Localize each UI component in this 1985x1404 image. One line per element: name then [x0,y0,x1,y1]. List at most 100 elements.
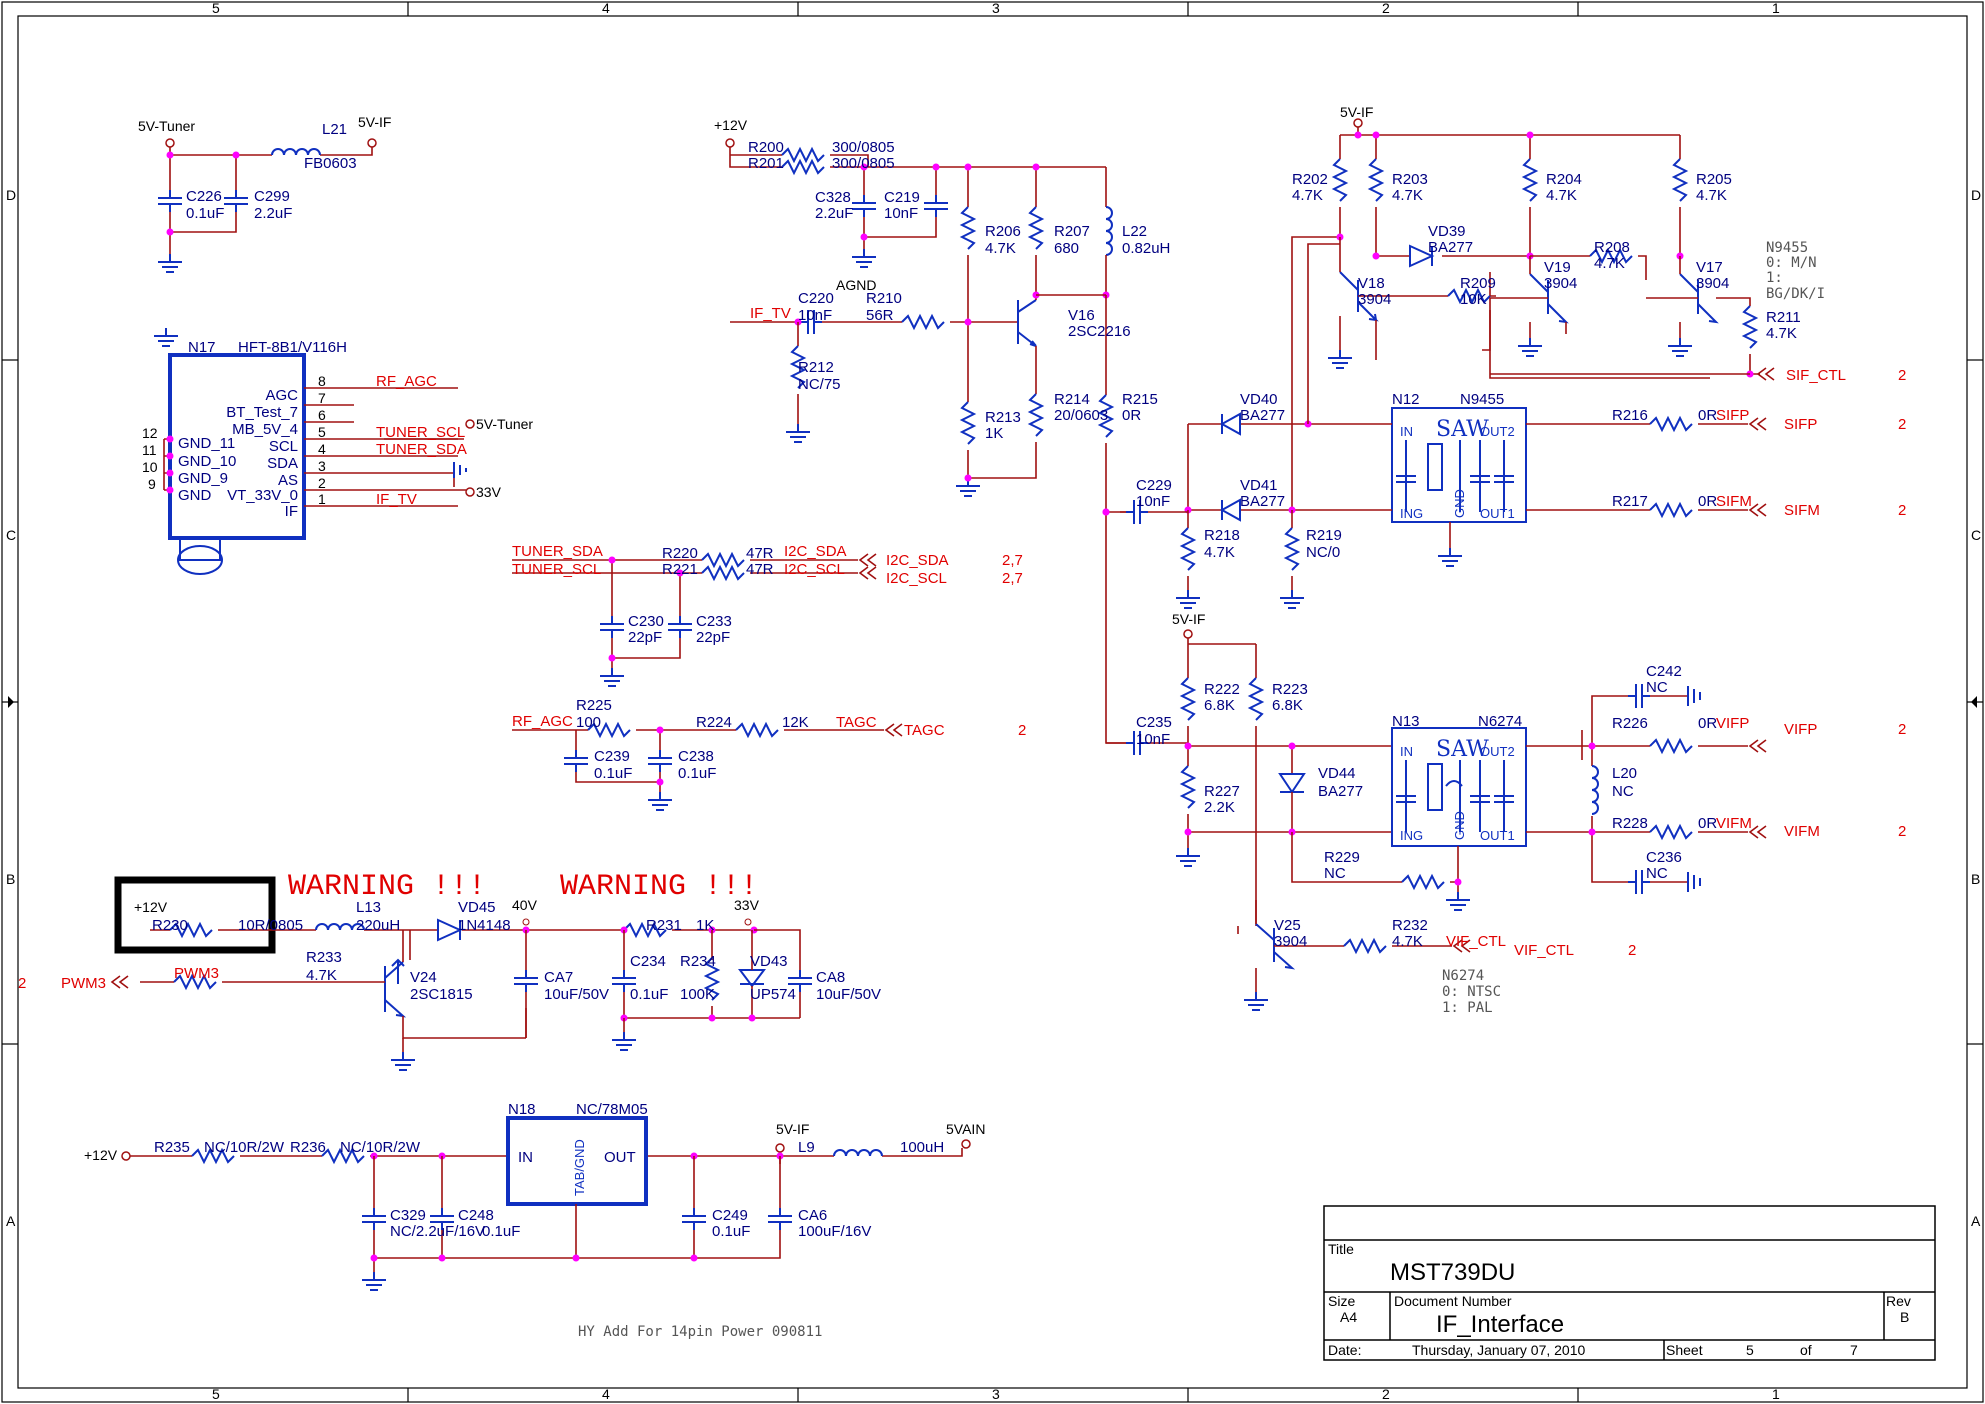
ref-n18: N18 [508,1101,536,1118]
note-n9455: 0: M/N [1766,255,1817,271]
net-tuner-sda: TUNER_SDA [512,543,603,560]
val-r227: 2.2K [1204,799,1235,816]
ref-r211: R211 [1766,309,1801,326]
val-vd41: BA277 [1240,493,1285,510]
row-label: B [6,871,15,887]
border-labels: 5 4 3 2 1 5 4 3 2 1 D C B A D C B A [6,0,1981,1402]
val-c238: 0.1uF [678,765,716,782]
net-40v: 40V [512,897,538,913]
v16-amplifier-labels: +12V R200 300/0805 R201 300/0805 C328 2.… [714,117,1170,442]
val-c249: 0.1uF [712,1223,750,1240]
note-n6274: 1: PAL [1442,1000,1493,1016]
sheet-label: Sheet [1666,1342,1703,1358]
pin-out2: OUT2 [1480,744,1515,759]
title-label: Title [1328,1241,1354,1257]
ref-c248: C248 [458,1207,494,1224]
ref-v24: V24 [410,969,437,986]
ref-r208: R208 [1594,239,1630,256]
ref-r226: R226 [1612,715,1648,732]
arrow-right-icon [1971,696,1977,708]
sif-control [1291,118,1775,507]
pin-number: 11 [142,442,157,458]
val-c328: 2.2uF [815,205,853,222]
ref-c230: C230 [628,613,664,630]
port-5v-tuner: 5V-Tuner [476,416,533,432]
pin-ing: ING [1400,506,1423,521]
net-5v-if: 5V-IF [358,114,391,130]
ref-l21: L21 [322,121,347,138]
ref-r231: R231 [646,917,682,934]
net-12v: +12V [714,117,748,133]
val-v25: 3904 [1274,933,1307,950]
val-vd39: BA277 [1428,239,1473,256]
ref-c235: C235 [1136,714,1172,731]
part-n9455: N9455 [1460,391,1504,408]
pin-gnd: GND [1452,489,1467,518]
note-n6274: N6274 [1442,968,1484,984]
ref-ca7: CA7 [544,969,573,986]
val-r232: 4.7K [1392,933,1423,950]
col-label: 4 [602,0,610,16]
pin-number: 9 [148,476,156,492]
sheet-ref: 2 [18,975,26,992]
port-i2c-scl: I2C_SCL [886,570,947,587]
pin-in: IN [1400,424,1413,439]
ref-vd45: VD45 [458,899,496,916]
port-sifm: SIFM [1784,502,1820,519]
ref-c226: C226 [186,188,222,205]
val-c233: 22pF [696,629,730,646]
net-5v-if: 5V-IF [1172,611,1205,627]
ref-vd39: VD39 [1428,223,1466,240]
val-r226: 0R [1698,715,1717,732]
val-c234: 0.1uF [630,986,668,1003]
row-label: C [6,527,16,543]
pin-number: 8 [318,373,326,389]
val-v18: 3904 [1358,291,1391,308]
val-l22: 0.82uH [1122,240,1170,257]
val-r214: 20/0603 [1054,407,1108,424]
sheet-ref: 2 [1898,367,1906,384]
ref-c242: C242 [1646,663,1682,680]
row-label: A [6,1213,16,1229]
ref-vd44: VD44 [1318,765,1356,782]
sheet-ref: 2 [1018,722,1026,739]
pin-name: AS [278,472,298,489]
ref-c229: C229 [1136,477,1172,494]
sheet-ref: 2 [1898,502,1906,519]
val-r234: 100K [680,986,715,1003]
val-v16: 2SC2216 [1068,323,1131,340]
title-block-text: Title MST739DU Size A4 Document Number I… [1328,1241,1911,1358]
val-c248: 0.1uF [482,1223,520,1240]
ref-r213: R213 [985,409,1021,426]
saw-n13 [1106,629,1767,1011]
ref-r204: R204 [1546,171,1582,188]
pin-name: GND [178,487,212,504]
date-label: Date: [1328,1342,1361,1358]
net-12v: +12V [134,899,168,915]
net-12v: +12V [84,1147,118,1163]
val-r202: 4.7K [1292,187,1323,204]
val-r223: 6.8K [1272,697,1303,714]
pin-name: IF [285,503,298,520]
docnum-value: IF_Interface [1436,1311,1564,1338]
ref-vd41: VD41 [1240,477,1278,494]
val-c239: 0.1uF [594,765,632,782]
val-r222: 6.8K [1204,697,1235,714]
val-v19: 3904 [1544,275,1577,292]
pin-tab: TAB/GND [572,1139,587,1196]
ref-ca8: CA8 [816,969,845,986]
ref-c238: C238 [678,748,714,765]
note-n6274: 0: NTSC [1442,984,1501,1000]
ref-r212: R212 [798,359,834,376]
port-sifp: SIFP [1784,416,1817,433]
pin-name: GND_9 [178,470,228,487]
val-r216: 0R [1698,407,1717,424]
pin-out1: OUT1 [1480,506,1515,521]
vt-generator-labels: WARNING !!! WARNING !!! +12V R230 10R/08… [18,870,881,1003]
pin-number: 6 [318,407,326,423]
sheet-ref: 2,7 [1002,570,1023,587]
val-l20: NC [1612,783,1634,800]
ref-r232: R232 [1392,917,1428,934]
note-n9455: BG/DK/I [1766,286,1825,302]
